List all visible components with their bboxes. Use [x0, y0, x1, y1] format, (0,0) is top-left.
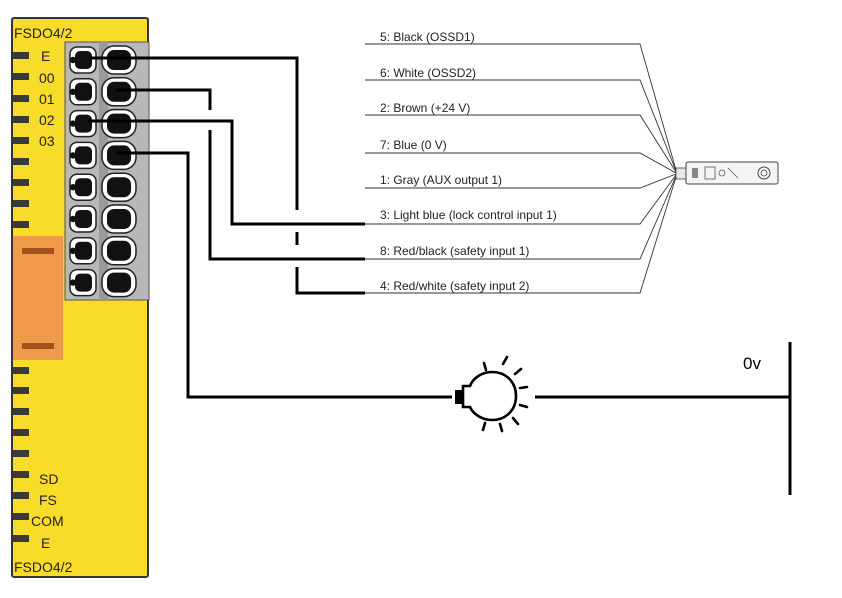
wire-label-aux: 1: Gray (AUX output 1): [380, 173, 502, 187]
wire-label-0v: 7: Blue (0 V): [380, 138, 447, 152]
terminal-label-e-bottom: E: [41, 535, 50, 551]
terminal-screw-head: [75, 51, 92, 69]
wire-label-ossd2: 6: White (OSSD2): [380, 66, 476, 80]
contact-dot: [124, 247, 132, 254]
safety-sensor-icon: [675, 161, 779, 185]
terminal-rows: [69, 45, 137, 298]
wire-e-segment: [90, 56, 299, 210]
sensor-cable: 5: Black (OSSD1) 6: White (OSSD2) 2: Bro…: [365, 30, 677, 294]
contact-dot: [69, 88, 77, 96]
wire-label-24v: 2: Brown (+24 V): [380, 101, 470, 115]
wire-00-segment: [116, 88, 212, 110]
terminal-label-03: 03: [39, 133, 55, 149]
wire-03-to-lamp: [116, 151, 452, 399]
contact-dot: [69, 247, 77, 254]
terminal-screw-head: [75, 146, 92, 165]
terminal-screw-head: [75, 178, 92, 197]
contact-dot: [124, 184, 132, 191]
contact-dot: [69, 56, 77, 64]
wire-00-to-input1: [208, 130, 365, 261]
terminal-label-02: 02: [39, 112, 55, 128]
terminal-label-01: 01: [39, 91, 55, 107]
terminal-clamp-opening: [107, 240, 131, 261]
contact-dot: [69, 184, 77, 191]
contact-dot: [69, 152, 77, 159]
terminal-clamp-opening: [107, 272, 131, 293]
wire-label-lock-control: 3: Light blue (lock control input 1): [380, 208, 557, 222]
contact-dot: [69, 279, 77, 286]
terminal-screw-head: [75, 241, 92, 260]
contact-dot: [69, 120, 77, 127]
wire-02-to-lock-control: [88, 119, 365, 226]
ground-rail: 0v: [743, 342, 792, 495]
terminal-clamp-opening: [107, 177, 131, 198]
wire-label-safety-input-2: 4: Red/white (safety input 2): [380, 279, 529, 293]
contact-dot: [69, 215, 77, 223]
module-latch: [13, 236, 63, 360]
terminal-screw-head: [75, 114, 92, 133]
terminal-screw-head: [75, 82, 92, 101]
status-leds-bottom: [13, 367, 29, 542]
terminal-label-fs: FS: [39, 492, 57, 508]
terminal-label-sd: SD: [39, 471, 58, 487]
terminal-block: [64, 41, 150, 301]
module-wires: [88, 56, 790, 399]
wire-e-to-input2: [295, 267, 365, 295]
wire-label-ossd1: 5: Black (OSSD1): [380, 30, 475, 44]
terminal-clamp-opening: [107, 209, 131, 229]
terminal-clamp-opening: [107, 50, 131, 70]
contact-dot: [124, 279, 132, 286]
safety-output-module: FSDO4/2 FSDO4/2 E 00 01 02 03: [11, 17, 150, 578]
module-name-top: FSDO4/2: [14, 25, 73, 41]
ground-label: 0v: [743, 354, 761, 373]
terminal-clamp-opening: [107, 81, 131, 102]
terminal-label-e-top: E: [41, 48, 50, 64]
light-bulb-icon: [455, 355, 529, 433]
module-name-bottom: FSDO4/2: [14, 559, 73, 575]
contact-dot: [124, 215, 132, 223]
status-leds-top: [13, 52, 29, 228]
terminal-label-00: 00: [39, 70, 55, 86]
terminal-label-com: COM: [31, 513, 64, 529]
terminal-screw-head: [75, 273, 92, 292]
terminal-clamp-opening: [107, 145, 131, 166]
wire-label-safety-input-1: 8: Red/black (safety input 1): [380, 244, 529, 258]
terminal-screw-head: [75, 210, 92, 228]
terminal-clamp-opening: [107, 113, 131, 134]
